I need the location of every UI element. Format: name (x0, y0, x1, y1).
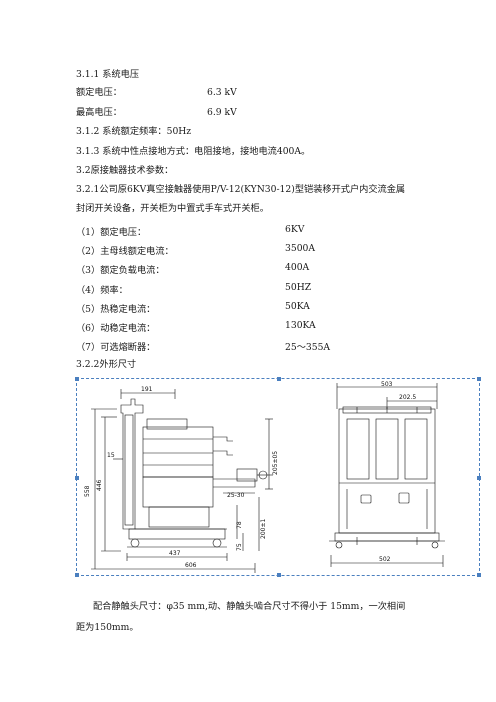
spec-label: （5）热稳定电流： (76, 304, 156, 315)
max-voltage-line: 最高电压： 6.9 kV (76, 107, 237, 119)
resize-handle[interactable] (75, 573, 79, 577)
spec-value: 400A (285, 262, 310, 273)
spec-value: 25～355A (285, 342, 331, 353)
spec-value: 130KA (285, 320, 316, 331)
dim-15: 15 (107, 452, 115, 459)
spec-value: 50HZ (285, 282, 312, 293)
resize-handle[interactable] (277, 377, 281, 381)
dim-558: 558 (84, 485, 91, 497)
dim-75: 75 (236, 543, 243, 551)
spec-label: （6）动稳定电流： (76, 323, 156, 334)
spec-row: （1）额定电压： 6KV (76, 224, 406, 238)
resize-handle[interactable] (477, 377, 481, 381)
section-3-2-1-line2: 封闭开关设备，开关柜为中置式手车式开关柜。 (76, 203, 269, 214)
contactor-dimension-drawing: 191 558 446 15 (84, 381, 445, 573)
dim-503: 503 (381, 381, 393, 388)
dim-437: 437 (169, 550, 181, 557)
spec-label: （3）额定负载电流： (76, 265, 165, 276)
dim-191: 191 (141, 386, 153, 393)
rated-voltage-value: 6.3 kV (207, 87, 237, 98)
dimension-drawing-frame[interactable]: 191 558 446 15 (75, 377, 481, 577)
max-voltage-label: 最高电压： (76, 107, 122, 118)
section-3-1-3: 3.1.3 系统中性点接地方式：电阻接地，接地电流400A。 (76, 146, 311, 157)
spec-label: （4）频率： (76, 285, 128, 296)
footer-line2: 距为150mm。 (76, 622, 139, 633)
spec-value: 50KA (285, 301, 310, 312)
resize-handle[interactable] (477, 476, 481, 480)
spec-row: （5）热稳定电流： 50KA (76, 301, 406, 315)
footer-line1: 配合静触头尺寸：φ35 mm,动、静触头啮合尺寸不得小于 15mm，一次相间 (93, 601, 406, 612)
resize-handle[interactable] (75, 476, 79, 480)
spec-label: （2）主母线额定电流： (76, 246, 174, 257)
spec-label: （1）额定电压： (76, 227, 147, 238)
spec-value: 3500A (285, 243, 316, 254)
max-voltage-value: 6.9 kV (207, 107, 237, 118)
spec-value: 6KV (285, 224, 305, 235)
dim-446: 446 (96, 479, 103, 491)
dim-25-30: 25-30 (227, 492, 245, 499)
side-view: 191 558 446 15 (84, 386, 279, 573)
rated-voltage-label: 额定电压： (76, 87, 122, 98)
spec-row: （2）主母线额定电流： 3500A (76, 243, 406, 257)
section-3-1-1-heading: 3.1.1 系统电压 (76, 69, 140, 80)
section-3-2-heading: 3.2原接触器技术参数： (76, 165, 174, 176)
front-view: 503 202.5 (329, 381, 445, 567)
section-3-1-2: 3.1.2 系统额定频率：50Hz (76, 126, 192, 137)
section-3-2-1-line1: 3.2.1公司原6KV真空接触器使用P/V-12(KYN30-12)型铠装移开式… (76, 184, 406, 195)
spec-row: （6）动稳定电流： 130KA (76, 320, 406, 334)
dim-78: 78 (236, 521, 243, 529)
resize-handle[interactable] (277, 573, 281, 577)
dim-502: 502 (379, 556, 391, 563)
spec-row: （3）额定负载电流： 400A (76, 262, 406, 276)
resize-handle[interactable] (477, 573, 481, 577)
spec-row: （4）频率： 50HZ (76, 282, 406, 296)
resize-handle[interactable] (75, 377, 79, 381)
spec-row: （7）可选熔断器： 25～355A (76, 339, 406, 353)
rated-voltage-line: 额定电压： 6.3 kV (76, 87, 237, 99)
dim-606: 606 (185, 562, 197, 569)
section-3-2-2-heading: 3.2.2外形尺寸 (76, 359, 137, 370)
dim-202-5: 202.5 (399, 394, 416, 401)
spec-label: （7）可选熔断器： (76, 342, 156, 353)
dim-205: 205±05 (272, 451, 279, 475)
dim-200: 200±1 (260, 519, 267, 539)
